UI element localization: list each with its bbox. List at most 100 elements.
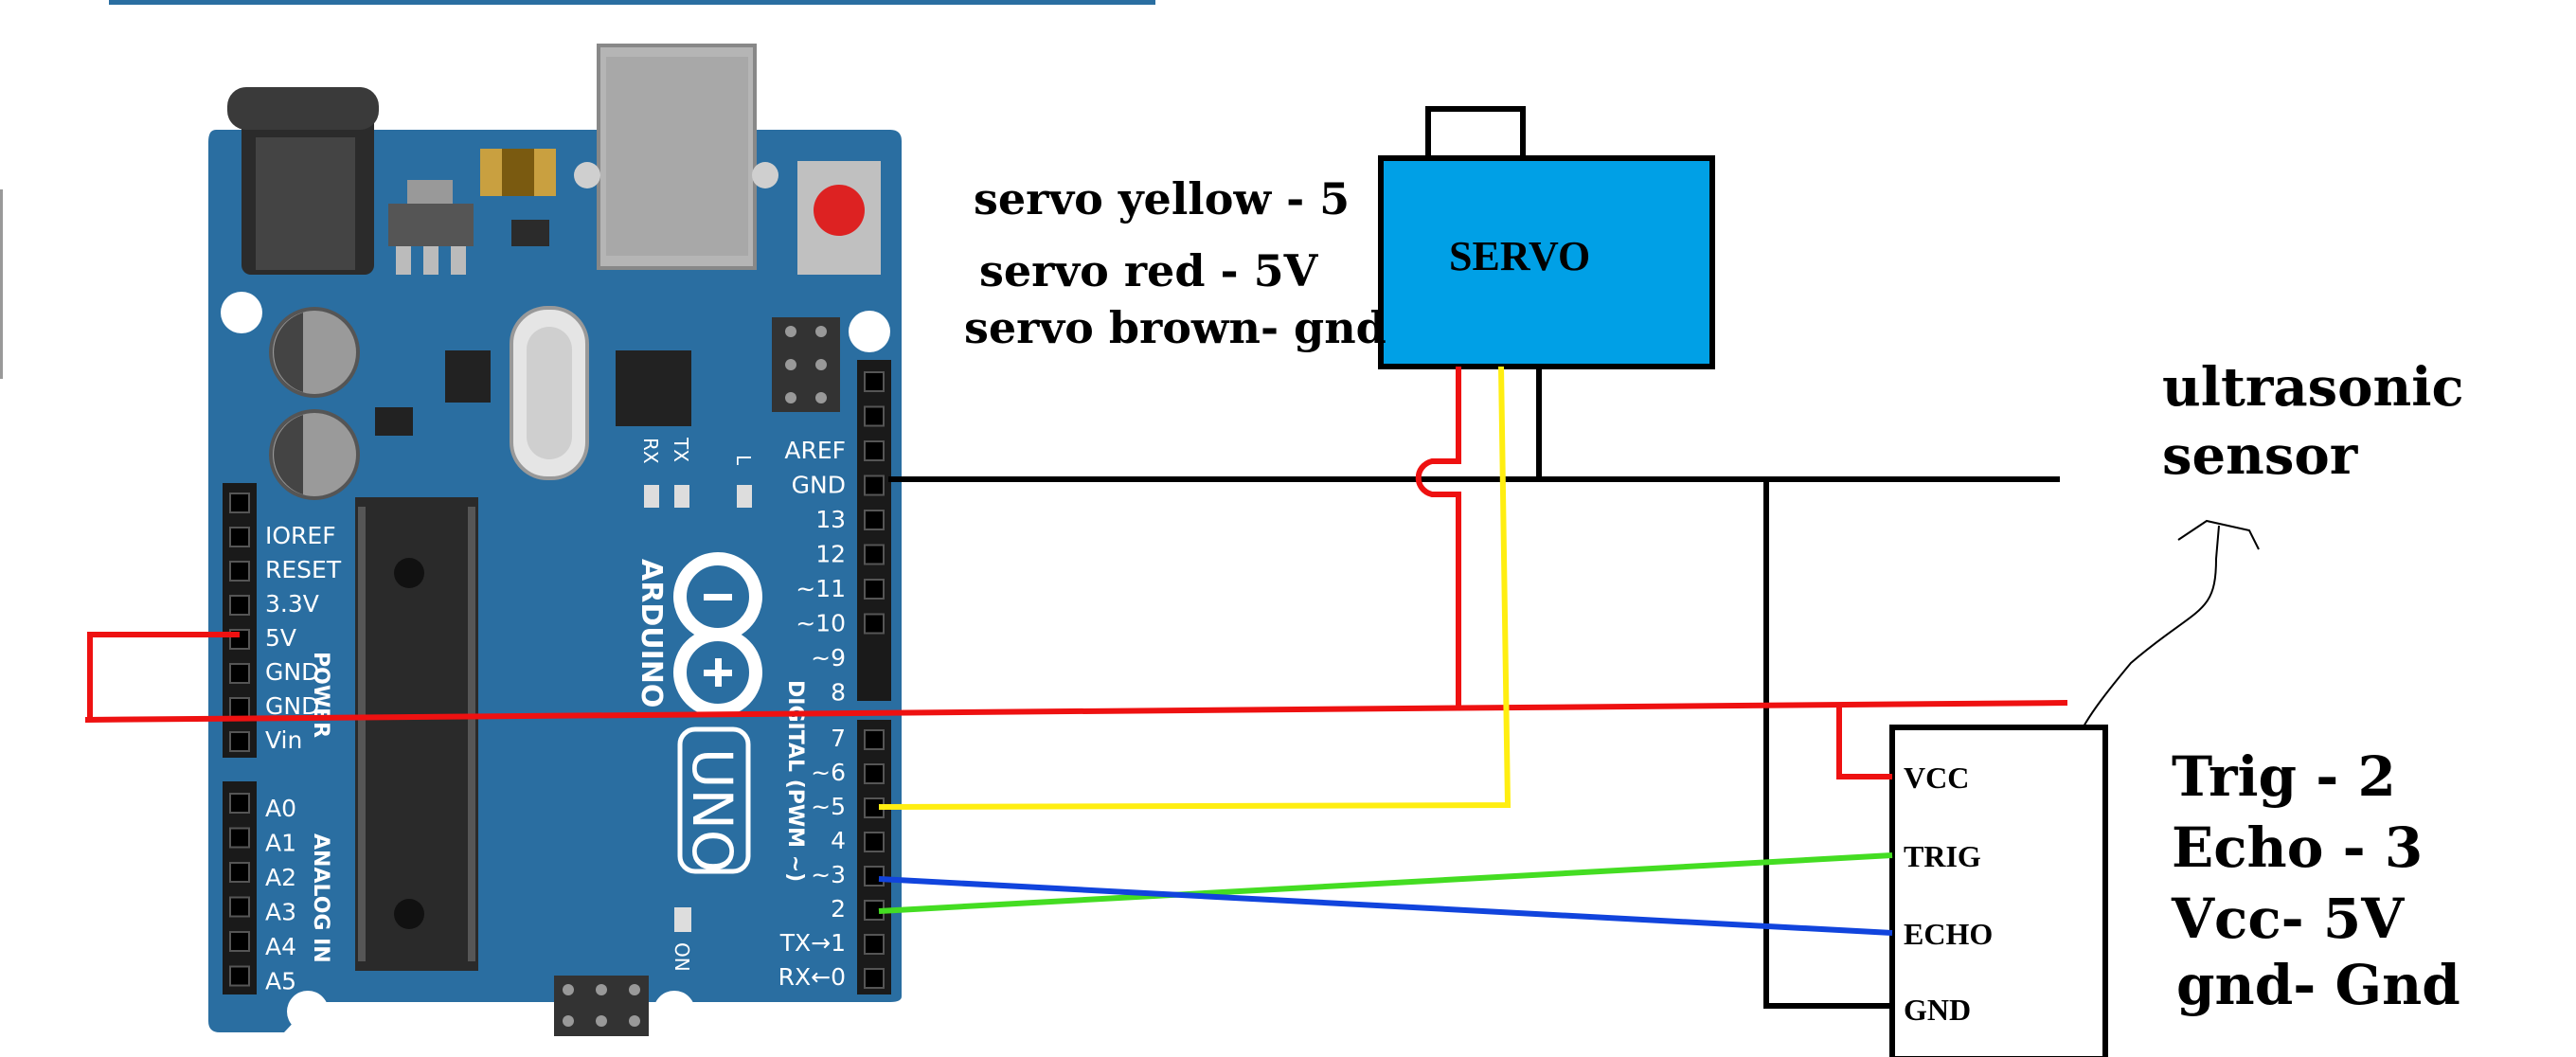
ultrasonic-sensor: VCC TRIG ECHO GND bbox=[1889, 725, 2108, 1057]
mounting-hole bbox=[653, 991, 695, 1032]
header-pin bbox=[229, 595, 250, 616]
crystal-oscillator-inner bbox=[527, 327, 572, 459]
left-edge-bar bbox=[0, 189, 3, 379]
capacitor-mark bbox=[274, 313, 303, 392]
analog-pin-label-0: A0 bbox=[265, 795, 296, 822]
header-pin bbox=[229, 527, 250, 547]
analog-pin-label-5: A5 bbox=[265, 968, 296, 995]
led-label-tx: TX bbox=[670, 437, 692, 462]
small-chip bbox=[445, 350, 491, 403]
wire-servo-signal bbox=[878, 366, 1512, 810]
header-pin bbox=[229, 493, 250, 513]
analog-header-label: ANALOG IN bbox=[309, 833, 332, 963]
uno-badge bbox=[677, 726, 751, 874]
analog-header bbox=[223, 781, 257, 994]
power-pin-label-6: Vin bbox=[265, 726, 302, 754]
wire-echo bbox=[878, 876, 1893, 936]
mounting-hole bbox=[849, 311, 890, 352]
small-chip bbox=[375, 407, 413, 436]
usb-port-shadow bbox=[606, 57, 748, 256]
servo-body bbox=[1378, 155, 1715, 369]
header-pin bbox=[229, 731, 250, 752]
wire-gnd-sensor bbox=[1763, 479, 1892, 1009]
note-gnd: gnd- Gnd bbox=[2176, 953, 2460, 1017]
atmega-chip bbox=[355, 497, 478, 971]
digital-pin-label-low-5: 2 bbox=[831, 895, 846, 923]
header-pin bbox=[229, 697, 250, 718]
digital-header-label: DIGITAL (PWM ~) bbox=[783, 680, 807, 882]
header-pin bbox=[864, 510, 885, 530]
header-pin bbox=[229, 965, 250, 987]
wire-5v-main bbox=[84, 700, 2068, 723]
led-label-rx: RX bbox=[639, 438, 662, 464]
header-pin bbox=[864, 968, 885, 989]
header-pin bbox=[864, 832, 885, 852]
header-pin bbox=[229, 931, 250, 952]
header-pin bbox=[229, 896, 250, 918]
servo-horn bbox=[1425, 106, 1526, 161]
header-pin bbox=[864, 475, 885, 496]
arduino-logo bbox=[673, 552, 762, 717]
wire-trig bbox=[878, 852, 1893, 914]
power-pin-label-0: IOREF bbox=[265, 522, 336, 549]
digital-pin-label-2: 13 bbox=[815, 506, 846, 533]
digital-pin-label-7: 8 bbox=[831, 679, 846, 707]
digital-pin-label-5: ~10 bbox=[796, 610, 846, 637]
power-jack-front bbox=[256, 137, 355, 270]
usb-bolt bbox=[752, 162, 778, 188]
icsp-header bbox=[772, 317, 840, 412]
header-pin bbox=[229, 561, 250, 582]
ultrasonic-title-line2: sensor bbox=[2162, 424, 2359, 487]
digital-pin-label-low-4: ~3 bbox=[811, 861, 846, 888]
digital-pin-label-low-6: TX→1 bbox=[779, 929, 846, 957]
analog-pin-label-3: A3 bbox=[265, 899, 296, 926]
digital-pin-label-low-3: 4 bbox=[831, 827, 846, 854]
header-pins bbox=[229, 371, 885, 989]
ultrasonic-title-line1: ultrasonic bbox=[2162, 356, 2464, 419]
analog-pin-label-4: A4 bbox=[265, 933, 296, 960]
digital-pin-label-1: GND bbox=[792, 472, 846, 499]
capacitor-mark bbox=[274, 415, 303, 494]
reset-button[interactable] bbox=[814, 185, 865, 236]
transistor bbox=[511, 220, 549, 246]
note-vcc: Vcc- 5V bbox=[2171, 887, 2405, 951]
analog-pin-label-2: A2 bbox=[265, 864, 296, 891]
voltage-regulator-tab bbox=[407, 180, 453, 204]
power-header-label: POWER bbox=[309, 652, 332, 738]
header-pin bbox=[864, 544, 885, 565]
wire-5v-servo bbox=[1415, 367, 1461, 708]
servo-note-red: servo red - 5V bbox=[979, 245, 1319, 296]
power-jack-top bbox=[227, 87, 379, 130]
header-pin bbox=[864, 763, 885, 784]
usb-bolt bbox=[574, 162, 600, 188]
digital-pin-label-6: ~9 bbox=[811, 644, 846, 672]
regulator-leg bbox=[451, 246, 466, 275]
power-pin-label-4: GND bbox=[265, 658, 319, 686]
wire-5v-loop bbox=[87, 632, 240, 720]
header-pin bbox=[229, 793, 250, 814]
pin-label-gnd: GND bbox=[1904, 993, 1971, 1027]
uno-label: UNO bbox=[680, 748, 744, 873]
digital-pin-label-low-0: 7 bbox=[831, 725, 846, 752]
header-pin bbox=[864, 405, 885, 427]
digital-pin-label-low-2: ~5 bbox=[811, 793, 846, 820]
arduino-board: RX TX L ARDUINO UNO ON bbox=[208, 44, 902, 1036]
note-trig: Trig - 2 bbox=[2172, 744, 2396, 809]
digital-pin-label-3: 12 bbox=[815, 541, 846, 568]
header-pin bbox=[229, 827, 250, 849]
led bbox=[674, 485, 689, 508]
pin-label-trig: TRIG bbox=[1904, 839, 1981, 873]
icsp-header-bottom bbox=[554, 976, 649, 1036]
led bbox=[644, 485, 659, 508]
header-pin bbox=[229, 663, 250, 684]
servo-label: SERVO bbox=[1449, 233, 1590, 279]
header-pin bbox=[864, 866, 885, 887]
header-pin bbox=[229, 862, 250, 883]
header-pin bbox=[864, 613, 885, 635]
servo-note-yellow: servo yellow - 5 bbox=[974, 173, 1350, 224]
wire-5v-sensor bbox=[1836, 705, 1892, 779]
regulator-leg bbox=[423, 246, 438, 275]
pin-label-echo: ECHO bbox=[1904, 917, 1993, 951]
